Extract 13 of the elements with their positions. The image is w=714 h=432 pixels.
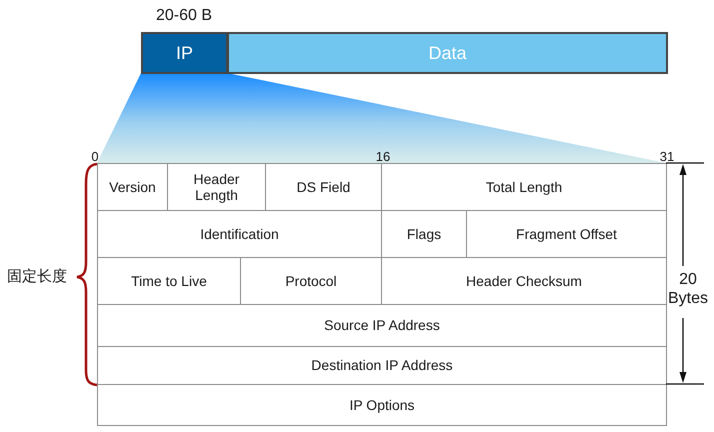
field-cell: Destination IP Address — [97, 346, 667, 385]
size-label: 20-60 B — [156, 7, 212, 25]
segment-box: Data — [227, 32, 668, 74]
bit-number: 31 — [660, 149, 674, 164]
bit-number: 0 — [91, 149, 99, 164]
field-cell: Version — [97, 163, 168, 211]
field-cell: Source IP Address — [97, 304, 667, 347]
bit-number: 16 — [376, 149, 390, 164]
brace-label: 固定长度 — [7, 267, 67, 286]
segment-box: IP — [141, 32, 228, 74]
dimension-label: 20 Bytes — [666, 270, 709, 308]
field-cell: Total Length — [381, 163, 667, 211]
field-cell: IP Options — [97, 384, 667, 426]
